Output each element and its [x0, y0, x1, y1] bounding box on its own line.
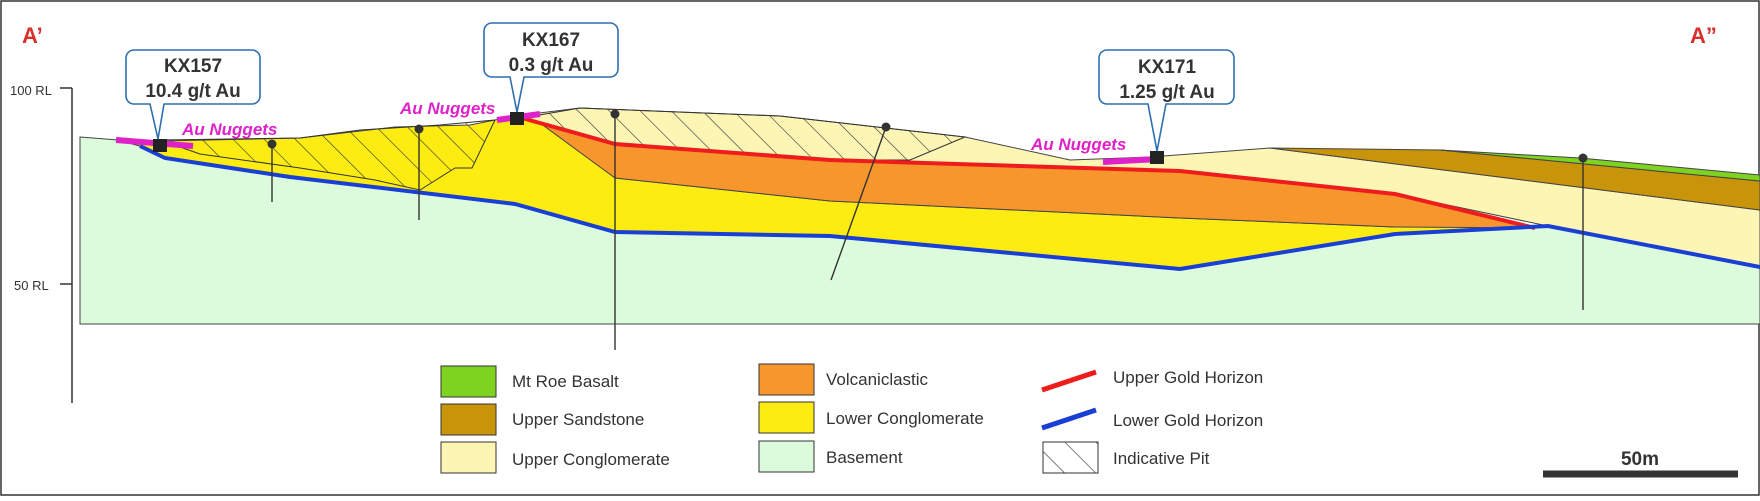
section-label-left: A’ — [22, 23, 43, 48]
drill-collar-3 — [610, 109, 620, 119]
indicative-pit-west — [159, 119, 496, 191]
callout-kx157: KX157 10.4 g/t Au — [125, 49, 261, 140]
drill-holes — [271, 114, 1584, 350]
legend-swatch-upper-sandstone — [440, 403, 497, 436]
sample-markers — [153, 112, 1164, 164]
drill-collars — [267, 109, 1588, 163]
sample-marker-kx157 — [153, 139, 167, 152]
sample-marker-kx171 — [1150, 151, 1164, 164]
legend-swatch-lower-conglomerate — [758, 401, 815, 434]
callout-hole-kx171: KX171 — [1138, 57, 1197, 78]
au-nuggets-label-2: Au Nuggets — [399, 99, 495, 118]
au-nuggets-label-1: Au Nuggets — [181, 120, 277, 139]
legend-label-lower-gold-horizon: Lower Gold Horizon — [1113, 411, 1263, 430]
legend-line-lower-gold-horizon — [1041, 407, 1097, 431]
callout-grade-kx157: 10.4 g/t Au — [145, 81, 240, 102]
au-nuggets-label-3: Au Nuggets — [1030, 135, 1126, 154]
unit-upper-sandstone — [1269, 147, 1760, 211]
scale-bar: 50m — [1543, 449, 1738, 478]
au-nugget-zone-3 — [1102, 156, 1159, 165]
callout-hole-kx167: KX167 — [522, 30, 580, 51]
legend-label-upper-conglomerate: Upper Conglomerate — [512, 450, 670, 469]
legend-swatch-indicative-pit — [1042, 441, 1099, 474]
callout-hole-kx157: KX157 — [164, 56, 222, 77]
legend-label-mt-roe-basalt: Mt Roe Basalt — [512, 372, 619, 391]
legend-line-upper-gold-horizon — [1041, 369, 1097, 393]
legend-swatch-upper-conglomerate — [440, 441, 497, 474]
legend-swatch-mt-roe-basalt — [440, 365, 497, 398]
callout-grade-kx171: 1.25 g/t Au — [1119, 82, 1214, 103]
legend-label-lower-conglomerate: Lower Conglomerate — [826, 409, 984, 428]
sample-marker-kx167 — [510, 112, 524, 125]
drill-collar-4 — [881, 122, 891, 132]
rl-axis: 100 RL 50 RL — [10, 83, 73, 403]
legend-label-volcaniclastic: Volcaniclastic — [826, 370, 929, 389]
legend-label-indicative-pit: Indicative Pit — [1113, 449, 1210, 468]
legend-swatch-volcaniclastic — [758, 363, 815, 396]
lower-gold-horizon — [139, 144, 1760, 272]
drill-hole-4 — [830, 126, 887, 281]
rl-label-100: 100 RL — [10, 83, 52, 98]
section-label-right: A” — [1690, 23, 1717, 48]
legend-label-upper-gold-horizon: Upper Gold Horizon — [1113, 368, 1263, 387]
callout-kx167: KX167 0.3 g/t Au — [483, 22, 619, 113]
legend: Mt Roe Basalt Upper Sandstone Upper Cong… — [440, 363, 1263, 474]
legend-label-basement: Basement — [826, 448, 903, 467]
legend-label-upper-sandstone: Upper Sandstone — [512, 410, 644, 429]
drill-collar-2 — [414, 124, 424, 134]
scale-bar-label: 50m — [1621, 449, 1659, 470]
callout-kx171: KX171 1.25 g/t Au — [1098, 49, 1235, 152]
unit-mt-roe-basalt — [1439, 149, 1760, 182]
upper-gold-horizon — [521, 116, 1536, 230]
drill-collar-5 — [1578, 153, 1588, 163]
drill-collar-1 — [267, 139, 277, 149]
legend-swatch-basement — [758, 440, 815, 473]
rl-label-50: 50 RL — [14, 278, 49, 293]
callout-grade-kx167: 0.3 g/t Au — [509, 55, 594, 76]
